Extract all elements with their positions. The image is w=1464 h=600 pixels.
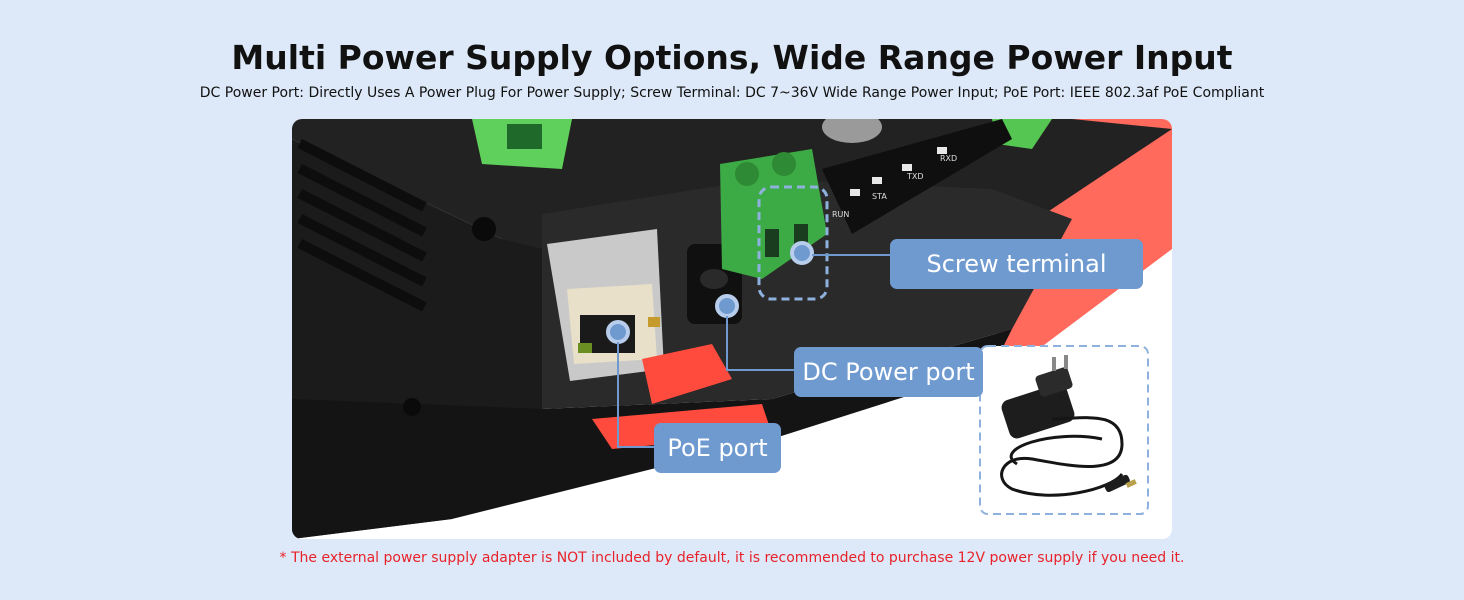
screw-terminal-label: Screw terminal <box>890 239 1143 289</box>
screw-terminal-marker <box>790 241 814 265</box>
dc-power-port-label: DC Power port <box>794 347 983 397</box>
page-title: Multi Power Supply Options, Wide Range P… <box>231 38 1233 77</box>
poe-port-marker <box>606 320 630 344</box>
device-illustration: RUN STA TXD RXD <box>292 119 1172 539</box>
led-strip <box>822 119 1012 234</box>
dc-port-marker <box>715 294 739 318</box>
poe-port-label: PoE port <box>654 423 781 473</box>
led-txd-label: TXD <box>906 172 924 181</box>
led-sta-label: STA <box>872 192 887 201</box>
led-rxd-label: RXD <box>940 154 957 163</box>
screw-hole <box>403 398 421 416</box>
adapter-inset-box <box>979 345 1149 515</box>
product-photo: RUN STA TXD RXD <box>292 119 1172 539</box>
device-front-face <box>542 179 1072 409</box>
screw-hole <box>472 217 496 241</box>
vent-slots <box>297 139 427 312</box>
din-clip <box>642 344 732 404</box>
led-run-label: RUN <box>832 210 849 219</box>
page-subtitle: DC Power Port: Directly Uses A Power Plu… <box>199 85 1265 101</box>
terminal-highlight-box <box>757 185 829 301</box>
capacitor <box>822 119 882 143</box>
power-adapter-icon <box>1000 355 1137 497</box>
footnote: * The external power supply adapter is N… <box>279 550 1185 566</box>
